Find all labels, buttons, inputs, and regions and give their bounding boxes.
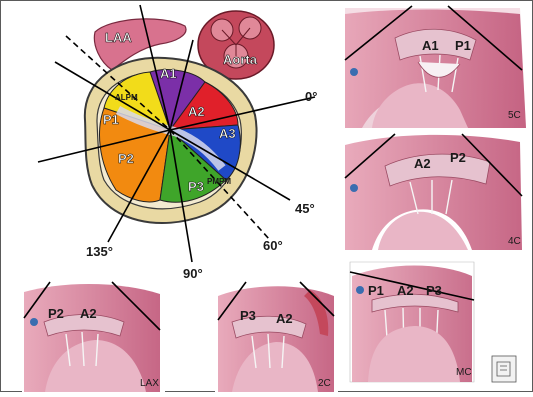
view-lax: P2 A2 LAX (22, 282, 165, 392)
label-a3: A3 (219, 126, 236, 141)
label-p3: P3 (188, 179, 204, 194)
label-p1: P1 (103, 112, 119, 127)
view-2c: P3 A2 2C (215, 282, 338, 392)
lax-label-a2: A2 (80, 306, 97, 321)
angle-60: 60° (263, 238, 283, 253)
lax-label-p2: P2 (48, 306, 64, 321)
mc-label-p3: P3 (426, 283, 442, 298)
mc-label-a2: A2 (397, 283, 414, 298)
angle-0: 0° (305, 89, 317, 104)
4c-label-a2: A2 (414, 156, 431, 171)
5c-view-name: 5C (508, 110, 521, 121)
2c-label-p3: P3 (240, 308, 256, 323)
label-alpm: ALPM (115, 93, 138, 102)
5c-label-p1: P1 (455, 38, 471, 53)
label-aorta: Aorta (223, 52, 258, 67)
label-a2: A2 (188, 104, 205, 119)
mc-label-p1: P1 (368, 283, 384, 298)
label-pmpm: PMPM (207, 177, 231, 186)
5c-label-a1: A1 (422, 38, 439, 53)
lax-view-name: LAX (140, 378, 159, 389)
logo-icon (492, 356, 516, 382)
label-p2: P2 (118, 151, 134, 166)
view-4c: A2 P2 4C (345, 134, 522, 250)
angle-90: 90° (183, 266, 203, 281)
angle-135: 135° (86, 244, 113, 259)
angle-45: 45° (295, 201, 315, 216)
4c-label-p2: P2 (450, 150, 466, 165)
view-5c: A1 P1 5C (340, 6, 526, 131)
2c-view-name: 2C (318, 378, 331, 389)
2c-label-a2: A2 (276, 311, 293, 326)
label-a1: A1 (160, 66, 177, 81)
label-laa: LAA (105, 30, 132, 45)
4c-view-name: 4C (508, 236, 521, 247)
mc-view-name: MC (456, 367, 472, 378)
